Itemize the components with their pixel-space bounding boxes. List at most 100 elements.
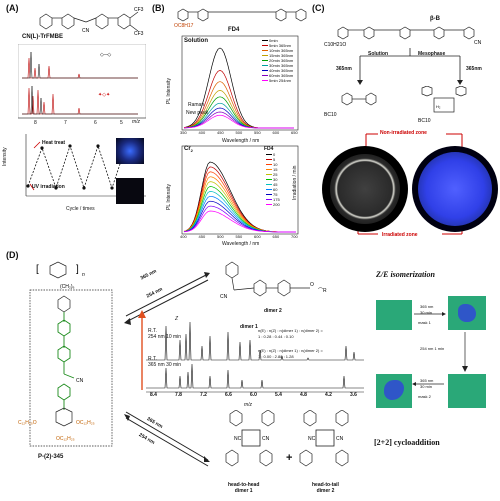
svg-text:CF3: CF3 [134,31,144,36]
panel-b-solution-xlabel: Wavelength / nm [222,138,260,144]
cr-title-text: Cr [184,146,191,152]
panel-b-cr-chart [181,145,299,235]
panel-c-irradiated-label: Irradiated zone [382,232,418,238]
panel-d-plus: + [286,452,293,464]
svg-text:C₁₂H₂₅O: C₁₂H₂₅O [18,420,37,426]
panel-a-nmr-tick-0: 8 [34,120,37,126]
panel-c-uv-right: 365nm [466,66,482,72]
svg-text:NC: NC [234,436,242,442]
cr-legend-item: 0 [266,152,288,157]
panel-d-ratio-top: n(E) : n(Z) : n(dimer 1) : n(dimer 2) = … [258,328,323,339]
panel-d-mask2: mask 2 [418,394,431,399]
panel-c-label: (C) [312,3,325,13]
d-nmr-xtick: 4.8 [300,392,307,398]
svg-text:NC: NC [308,436,316,442]
cr-xtick: 700 [291,234,298,239]
panel-d-rt-bot: R.T. 365 nm 30 min [148,356,182,368]
svg-text:CN: CN [82,28,90,34]
panel-a-nmr-tick-2: 6 [94,120,97,126]
panel-d-mask2-time: 365 nm 30 min [420,378,434,389]
cr-xtick: 600 [254,234,261,239]
panel-d-clover-pattern-2 [384,380,404,400]
panel-b-solution-title: Solution [184,38,208,44]
d-nmr-spectrum-top [146,321,364,361]
d-nmr-xtick: 7.8 [175,392,182,398]
panel-d-mask1-time: 365 nm 30 min [420,304,434,315]
panel-d-cyclo-title: [2+2] cycloaddition [374,438,440,447]
cr-frame [181,145,299,235]
panel-d-polymer-name: P-(2)-345 [38,454,64,460]
panel-b-newpeak: New peak [186,110,209,116]
panel-a-photo-dark [116,178,144,204]
panel-a-cycle-plot [25,134,146,197]
cr-xtick: 400 [180,234,187,239]
svg-text:CN: CN [76,378,84,384]
panel-b-label: (B) [152,3,165,13]
solution-frame [181,35,299,131]
cr-legend-item: 15 [266,167,288,172]
svg-text:⌒R: ⌒R [318,288,327,294]
solution-legend-item: 30min 365nm [262,63,302,68]
nmr-mol-glyph-bottom: ✦◇✦ [98,92,110,98]
svg-text:[: [ [36,264,39,275]
cr-xtick: 650 [272,234,280,239]
panel-d-mask-film-3 [376,374,412,408]
panel-a-nmr-xlabel: m/z [132,119,141,125]
d-nmr-xtick: 7.2 [200,392,207,398]
cr-legend-item: 30 [266,177,288,182]
panel-c-photo-right [412,146,498,232]
cr-series-10 [183,210,296,233]
solution-legend-item: 10min 365nm [262,48,302,53]
panel-a-nmr: ◇─◇ ✦◇✦ [18,44,146,119]
cr-legend-item: 200 [266,202,288,207]
panel-c-solution-label: Solution [368,51,388,57]
svg-text:BC10: BC10 [324,112,337,118]
d-nmr-xtick: 5.4 [275,392,282,398]
panel-d-mask-film-4 [448,374,486,408]
svg-text:CN: CN [474,40,482,46]
cr-legend-item: 5 [266,157,288,162]
solution-xtick: 350 [180,130,187,135]
solution-legend-item: 5min 254nm [262,78,302,83]
panel-d-ratio-bot: n(E) : n(Z) : n(dimer 1) : n(dimer 2) = … [258,348,323,359]
nmr-mol-glyph-top: ◇─◇ [100,52,111,58]
panel-d-nmr-xlabel: m/z [244,402,253,408]
panel-b-cr-compound: FD4 [264,146,274,152]
solution-legend-item: 40min 365nm [262,68,302,73]
cr-legend-item: 45 [266,182,288,187]
panel-b-raman: Raman [188,102,205,108]
d-nmr-xtick: 8.4 [150,392,157,398]
panel-d-head-to-tail: head-to-tail dimer 2 [312,482,339,494]
panel-d-mask-arrows [412,312,446,386]
svg-text:CN: CN [220,294,228,300]
panel-a-nmr-tick-3: 5 [120,120,123,126]
svg-text:]: ] [76,264,79,275]
panel-b-cr-xlabel: Wavelength / nm [222,241,260,247]
panel-b-cr-ylabel: PL Intensity [166,184,172,210]
cr-xtick: 550 [235,234,243,239]
d-nmr-xtick: 6.0 [250,392,257,398]
panel-c-photo-left [322,146,408,232]
panel-d-polymer-structure: [ ] n (CH₂)₆ CN C₁₂H₂₅O OC₁₂H₂₅ OC₁₂H₂₅ [18,261,113,447]
panel-d-mid-time: 254 nm 1 min [420,346,445,351]
panel-b-molecule: OC8H17 [174,8,307,28]
panel-c-compound: β-B [430,16,440,22]
solution-xtick: 600 [272,130,280,135]
panel-d-head-to-head: head-to-head dimer 1 [228,482,260,494]
panel-a-cycle-ylabel: Intensity [2,147,8,166]
panel-c-molecule: C10H21O CN [324,26,482,48]
cr-xtick: 500 [217,234,224,239]
svg-text:OC₁₂H₂₅: OC₁₂H₂₅ [56,436,75,442]
panel-d-mask-film-2 [448,296,486,330]
panel-c-mesophase-label: Mesophase [418,51,446,57]
panel-b-cr-title: Cr2 [184,146,193,153]
cr-legend-item: 60 [266,187,288,192]
panel-d-z-structure: CN O ⌒R [220,261,327,300]
panel-b-solution-chart [181,35,299,131]
panel-d-dimer1-label: dimer 1 [240,324,258,330]
cr-title-sub: 2 [190,148,193,154]
solution-xtick: 650 [291,130,298,135]
